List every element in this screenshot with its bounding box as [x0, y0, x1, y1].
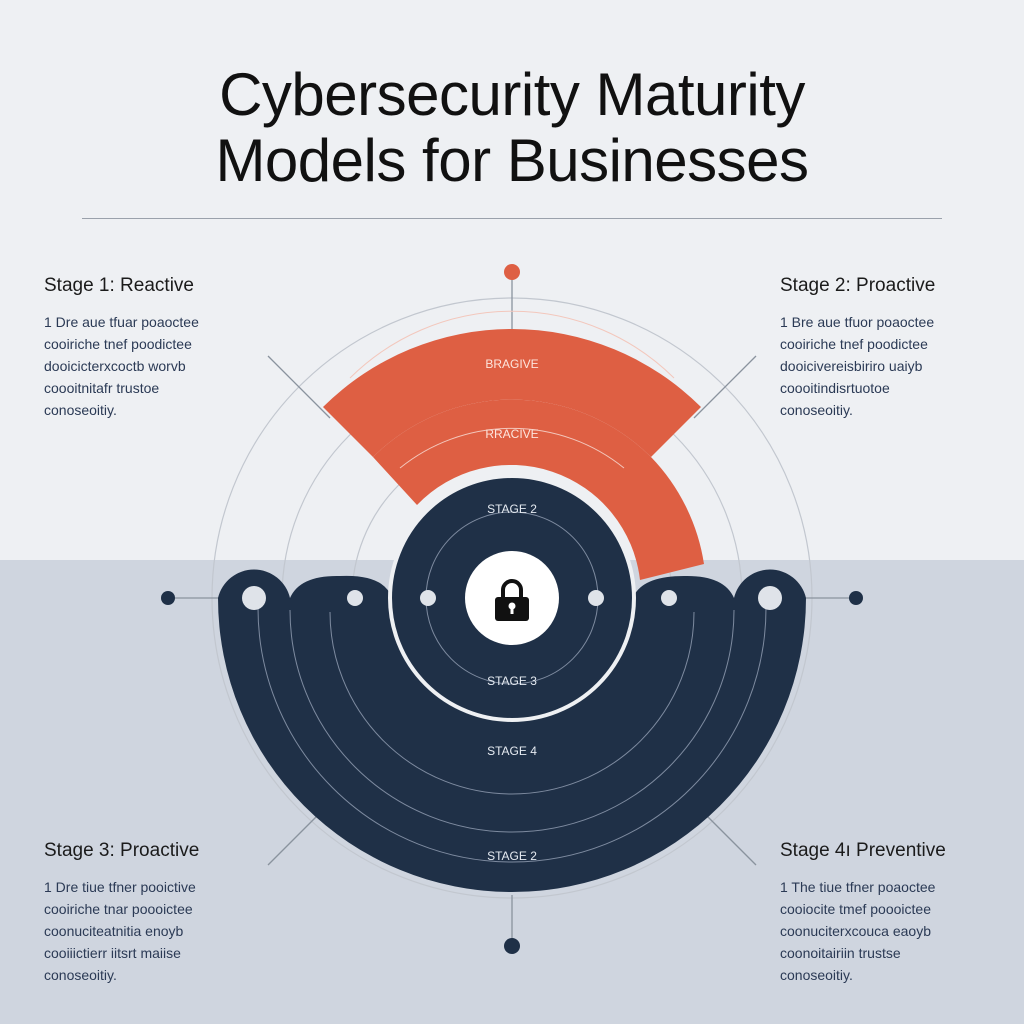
stage-1-line: dooicicterxcoctb worvb [44, 358, 186, 374]
stage-3-block: Stage 3: Proactive 1 Dre tiue tfner pooi… [44, 840, 264, 986]
connector-top-right [693, 355, 757, 419]
stage-3-line: conoseoitiy. [44, 967, 117, 983]
stage-2-heading: Stage 2: Proactive [780, 275, 936, 296]
stage-2-line: cooiriche tnef poodictee [780, 336, 928, 352]
stage-1-heading: Stage 1: Reactive [44, 275, 194, 296]
node-top [504, 264, 520, 280]
arc-stage-outer-orange [323, 329, 701, 457]
stage-4-heading: Stage 4ı Preventive [780, 840, 946, 861]
ring-label-inner: RRACIVE [485, 427, 538, 441]
ring-label-bowl-mid: STAGE 4 [487, 744, 537, 758]
bowl-ring-3 [329, 611, 695, 795]
stage-2-line: coooitindisrtuotoe [780, 380, 890, 396]
node-right [849, 591, 863, 605]
node-bottom [504, 938, 520, 954]
stage-3-line: 1 Dre tiue tfner pooictive [44, 879, 196, 895]
arc-stage-inner-orange [373, 399, 704, 580]
title-line-1: Cybersecurity Maturity [219, 61, 805, 128]
navy-bowl [218, 569, 806, 892]
node-bowl-left [242, 586, 266, 610]
stage-2-line: conoseoitiy. [780, 402, 853, 418]
stage-1-line: cooiriche tnef poodictee [44, 336, 192, 352]
stage-4-body: 1 The tiue tfner poaoctee cooiocite tmef… [780, 876, 1000, 986]
orange-arc-line-2 [399, 427, 625, 469]
stage-4-line: coonoitairiin trustse [780, 945, 901, 961]
stage-2-body: 1 Bre aue tfuor poaoctee cooiriche tnef … [780, 311, 1000, 421]
orange-arc-line-1 [349, 310, 675, 379]
node-bowl-right [758, 586, 782, 610]
node-core-right [588, 590, 604, 606]
stage-1-body: 1 Dre aue tfuar poaoctee cooiriche tnef … [44, 311, 264, 421]
stage-3-heading: Stage 3: Proactive [44, 840, 200, 861]
bowl-ring-lines [257, 607, 767, 863]
stage-4-line: conoseoitiy. [780, 967, 853, 983]
stage-4-line: coonuciterxcouca eaoyb [780, 923, 931, 939]
ring-label-outer: BRAGIVE [485, 357, 538, 371]
node-core-left [420, 590, 436, 606]
ring-label-bowl-outer: STAGE 2 [487, 849, 537, 863]
title-line-2: Models for Businesses [215, 127, 809, 194]
stage-3-body: 1 Dre tiue tfner pooictive cooiriche tna… [44, 876, 264, 986]
node-mid-left [347, 590, 363, 606]
stage-3-line: coonuciteatnitia enoyb [44, 923, 184, 939]
stage-4-block: Stage 4ı Preventive 1 The tiue tfner poa… [780, 840, 1000, 986]
padlock-icon [495, 579, 529, 621]
stage-1-line: coooitnitafr trustoe [44, 380, 160, 396]
page-title: Cybersecurity Maturity Models for Busine… [0, 62, 1024, 194]
ring-label-core-top: STAGE 2 [487, 502, 537, 516]
stage-3-line: cooiiictierr iitsrt maiise [44, 945, 181, 961]
stage-1-line: 1 Dre aue tfuar poaoctee [44, 314, 199, 330]
stage-2-block: Stage 2: Proactive 1 Bre aue tfuor poaoc… [780, 275, 1000, 421]
stage-4-line: cooiocite tmef poooictee [780, 901, 931, 917]
diagram-nodes [161, 264, 863, 954]
ring-labels: BRAGIVE RRACIVE STAGE 2 STAGE 3 STAGE 4 … [485, 357, 538, 863]
orange-arc-lines [349, 310, 675, 469]
bowl-ring-2 [289, 609, 735, 833]
title-divider [82, 218, 942, 219]
stage-2-line: 1 Bre aue tfuor poaoctee [780, 314, 935, 330]
ring-label-core-bottom: STAGE 3 [487, 674, 537, 688]
bowl-ring-1 [257, 607, 767, 863]
node-mid-right [661, 590, 677, 606]
stage-2-line: dooicivereisbiriro uaiyb [780, 358, 923, 374]
stage-4-line: 1 The tiue tfner poaoctee [780, 879, 936, 895]
node-left [161, 591, 175, 605]
stage-3-line: cooiriche tnar poooictee [44, 901, 193, 917]
stage-1-block: Stage 1: Reactive 1 Dre aue tfuar poaoct… [44, 275, 264, 421]
connector-top-left [267, 355, 331, 419]
stage-1-line: conoseoitiy. [44, 402, 117, 418]
